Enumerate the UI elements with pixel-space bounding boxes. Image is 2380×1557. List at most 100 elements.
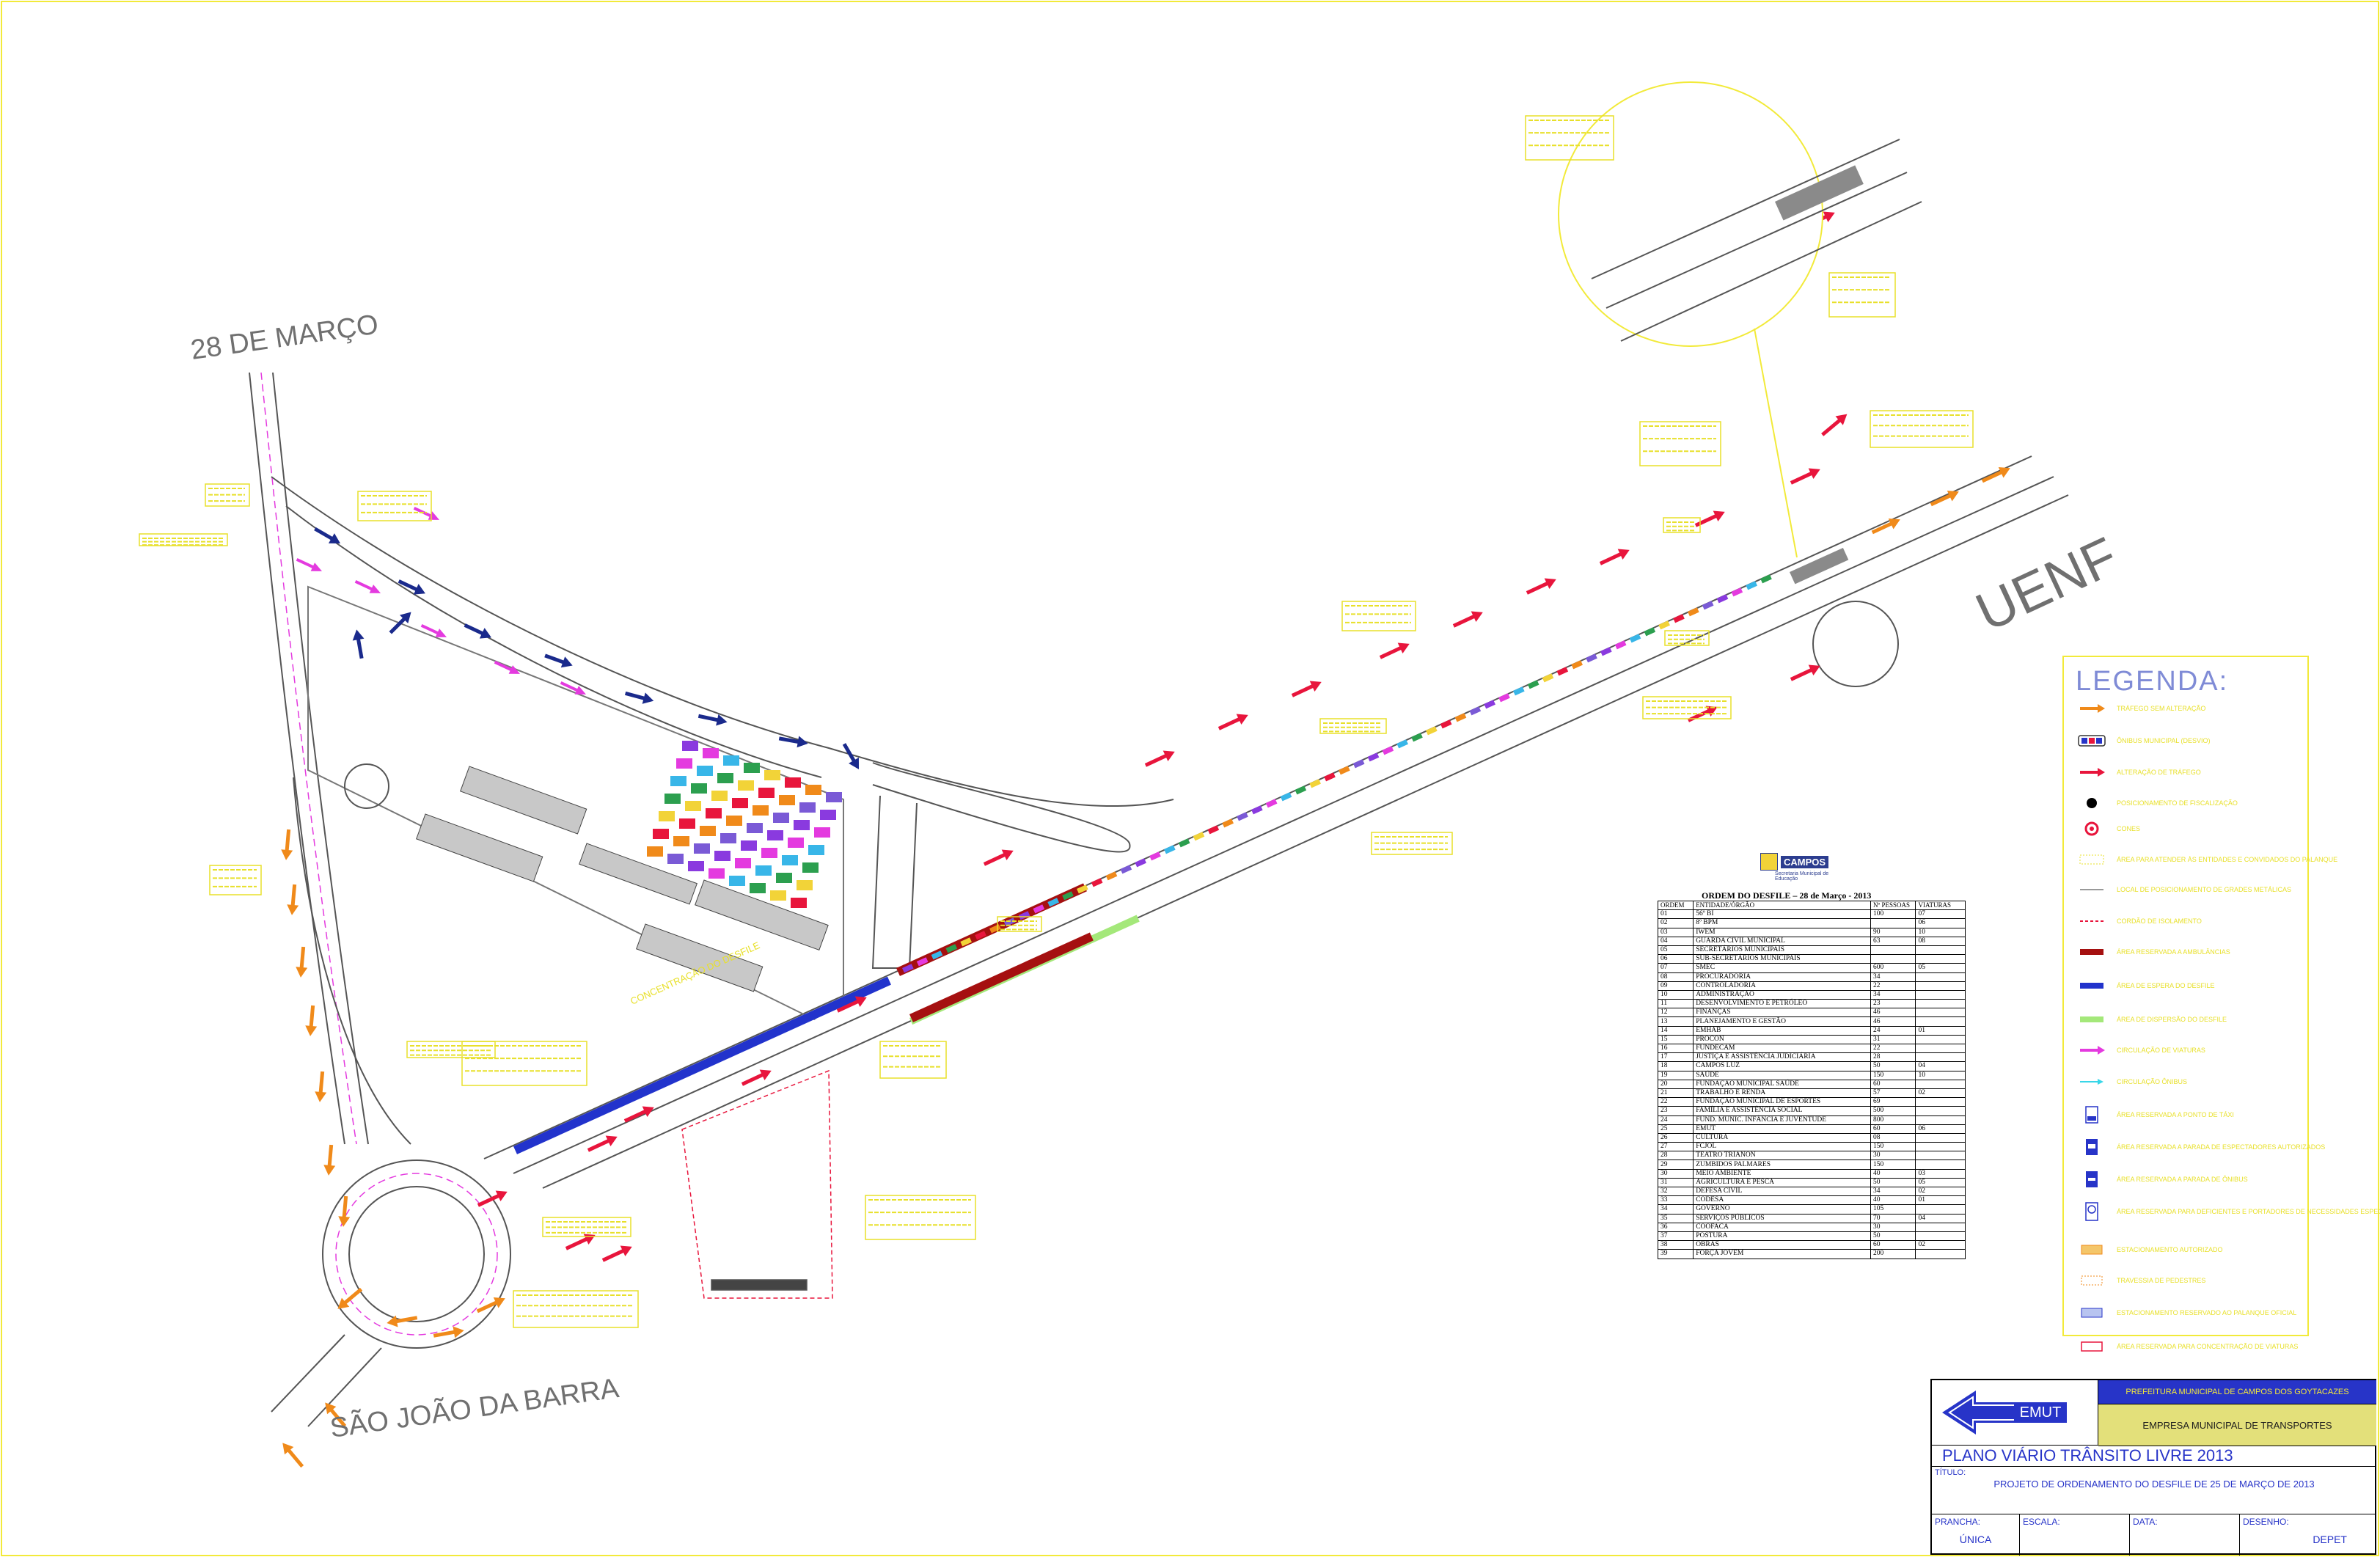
stand-seat-block (770, 890, 786, 901)
parade-unit-block (1586, 653, 1597, 663)
entidade-cell: FUNDAÇÃO MUNICIPAL SAÚDE (1693, 1079, 1871, 1089)
annotation-note (1664, 630, 1710, 646)
viaturas-cell: 01 (1915, 1195, 1966, 1206)
roundabout-center (335, 1173, 498, 1336)
prancha-label: PRANCHA: (1935, 1517, 1981, 1527)
stand-seat-block (694, 843, 710, 854)
ordem-cell: 07 (1657, 963, 1694, 973)
hatch-blue-icon (2076, 1305, 2108, 1321)
viaturas-cell (1915, 1008, 1966, 1018)
stand-seat-block (723, 755, 739, 766)
parade-unit-block (960, 937, 972, 947)
legend-item-label: LOCAL DE POSICIONAMENTO DE GRADES METÁLI… (2117, 886, 2292, 893)
entidade-cell: GUARDA CIVIL MUNICIPAL (1693, 936, 1871, 946)
viaturas-cell: 06 (1915, 918, 1966, 928)
viaturas-cell: 10 (1915, 927, 1966, 937)
ordem-cell: 15 (1657, 1034, 1694, 1045)
red-arrow-icon (983, 849, 1014, 866)
pessoas-cell: 22 (1870, 981, 1916, 991)
viaturas-cell (1915, 1151, 1966, 1161)
orange-arrow-icon (281, 829, 293, 860)
site-plan (681, 1069, 833, 1299)
pessoas-cell: 60 (1870, 1079, 1916, 1089)
entidade-cell: ZUMBIDOS PALMARES (1693, 1159, 1871, 1170)
orange-arrow-icon (476, 1297, 505, 1314)
viaturas-cell (1915, 1079, 1966, 1089)
red-arrow-icon (1218, 714, 1248, 730)
pessoas-cell: 50 (1870, 1231, 1916, 1242)
black-dot-icon (2076, 795, 2108, 811)
stand-seat-block (720, 833, 736, 843)
stand-seat-block (747, 823, 763, 833)
parade-bars (513, 547, 1849, 1154)
entidade-cell: FINANÇAS (1693, 1008, 1871, 1018)
col-header-ordem: ORDEM (1657, 900, 1694, 911)
upper-road-edge-b (285, 505, 822, 778)
parade-unit-block (1120, 865, 1132, 874)
dashed-line-icon (2076, 913, 2108, 929)
stand-seat-block (785, 777, 801, 788)
pessoas-cell: 90 (1870, 927, 1916, 937)
legend-item-label: ESTACIONAMENTO RESERVADO AO PALANQUE OFI… (2117, 1309, 2297, 1316)
stand-seat-block (679, 818, 695, 829)
parade-unit-block (1760, 574, 1772, 584)
ordem-cell: 39 (1657, 1249, 1694, 1259)
annotation-note (1828, 272, 1896, 318)
parade-unit-block (1367, 752, 1380, 762)
stand-seat-block (738, 780, 754, 791)
emut-logo: EMUT (1932, 1380, 2098, 1446)
annotation-note (1639, 421, 1721, 466)
stand-seat-block (802, 862, 819, 873)
legend-item: ÔNIBUS MUNICIPAL (DESVIO) (2076, 732, 2211, 750)
parade-unit-block (1237, 812, 1248, 821)
dotted-area-icon (2076, 851, 2108, 868)
ordem-cell: 21 (1657, 1088, 1694, 1099)
ordem-cell: 08 (1657, 972, 1694, 982)
parade-unit-block (1033, 904, 1045, 914)
entidade-cell: FCJOL (1693, 1142, 1871, 1152)
escala-cell: ESCALA: (2020, 1514, 2130, 1556)
viaturas-cell (1915, 945, 1966, 956)
stand-seat-block (826, 792, 842, 802)
parking-sign-icon (2076, 1171, 2108, 1187)
red-arrow-icon (1379, 642, 1410, 659)
red-arrow-icon (1821, 414, 1848, 436)
ordem-cell: 14 (1657, 1025, 1694, 1036)
stand-seat-block (685, 801, 701, 811)
legend-item: ÁREA DE ESPERA DO DESFILE (2076, 977, 2215, 994)
parade-unit-block (1688, 607, 1699, 617)
parking-blocks (416, 766, 829, 992)
pessoas-cell: 600 (1870, 963, 1916, 973)
legend-item: ÁREA RESERVADA A AMBULÂNCIAS (2076, 943, 2230, 961)
ordem-cell: 06 (1657, 954, 1694, 964)
pessoas-cell: 22 (1870, 1043, 1916, 1054)
parade-unit-block (1716, 594, 1729, 604)
loop-right (872, 762, 1131, 853)
ordem-cell: 26 (1657, 1132, 1694, 1143)
parade-unit-block (1280, 792, 1292, 802)
parking-boundary (307, 585, 844, 1021)
entidade-cell: JUSTIÇA E ASSISTÊNCIA JUDICIÁRIA (1693, 1052, 1871, 1063)
titulo-label: TÍTULO: (1935, 1468, 1966, 1477)
viaturas-cell (1915, 1142, 1966, 1152)
red-arrow-icon (601, 1245, 632, 1262)
parade-unit-block (1295, 785, 1307, 795)
stand-seat-block (758, 788, 775, 798)
orange-arrow-icon (287, 884, 299, 915)
entidade-cell: TEATRO TRIANON (1693, 1151, 1871, 1161)
parade-order-table: ORDEM ENTIDADE/ÓRGÃO Nº PESSOAS VIATURAS… (1657, 900, 1966, 1259)
orange-arrow-icon (305, 1005, 318, 1036)
parade-unit-block (1411, 733, 1423, 742)
parade-unit-block (1149, 851, 1161, 861)
stand-seat-block (808, 845, 824, 855)
stand-seat-block (820, 810, 836, 820)
